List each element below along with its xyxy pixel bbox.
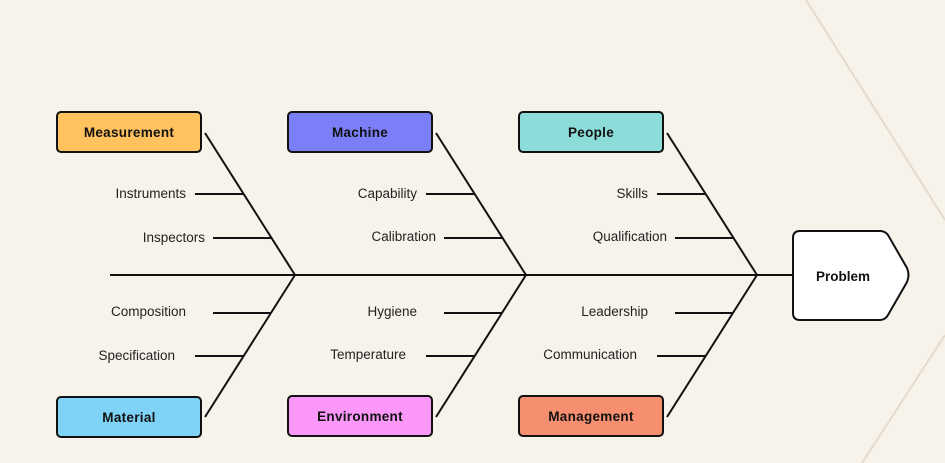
category-management[interactable]: Management (518, 395, 664, 437)
bone-measurement (204, 132, 296, 276)
category-people-label: People (567, 124, 615, 140)
cause-temperature: Temperature (330, 347, 406, 362)
cause-communication: Communication (543, 347, 637, 362)
bone-management (666, 274, 758, 418)
cause-composition: Composition (110, 304, 186, 319)
bone-people (666, 132, 758, 276)
problem-box[interactable]: Problem (793, 231, 893, 321)
cause-skills: Skills (616, 186, 648, 201)
decor-line-bottom (861, 334, 945, 463)
category-material[interactable]: Material (56, 396, 202, 438)
category-machine[interactable]: Machine (287, 111, 433, 153)
cause-hygiene: Hygiene (367, 304, 417, 319)
cause-inspectors: Inspectors (142, 230, 205, 245)
category-measurement[interactable]: Measurement (56, 111, 202, 153)
category-material-label: Material (102, 409, 156, 425)
category-management-label: Management (548, 408, 634, 424)
category-people[interactable]: People (518, 111, 664, 153)
category-machine-label: Machine (331, 124, 389, 140)
bone-environment (435, 274, 527, 418)
cause-specification: Specification (98, 348, 175, 363)
cause-calibration: Calibration (371, 229, 436, 244)
cause-capability: Capability (357, 186, 417, 201)
cause-instruments: Instruments (115, 186, 186, 201)
category-environment[interactable]: Environment (287, 395, 433, 437)
cause-leadership: Leadership (581, 304, 648, 319)
category-measurement-label: Measurement (83, 124, 175, 140)
bone-machine (435, 132, 527, 276)
problem-label: Problem (815, 268, 870, 284)
cause-qualification: Qualification (592, 229, 667, 244)
problem-shape (792, 230, 910, 321)
category-environment-label: Environment (317, 408, 403, 424)
bone-material (204, 274, 296, 418)
decor-line-top (805, 0, 945, 221)
